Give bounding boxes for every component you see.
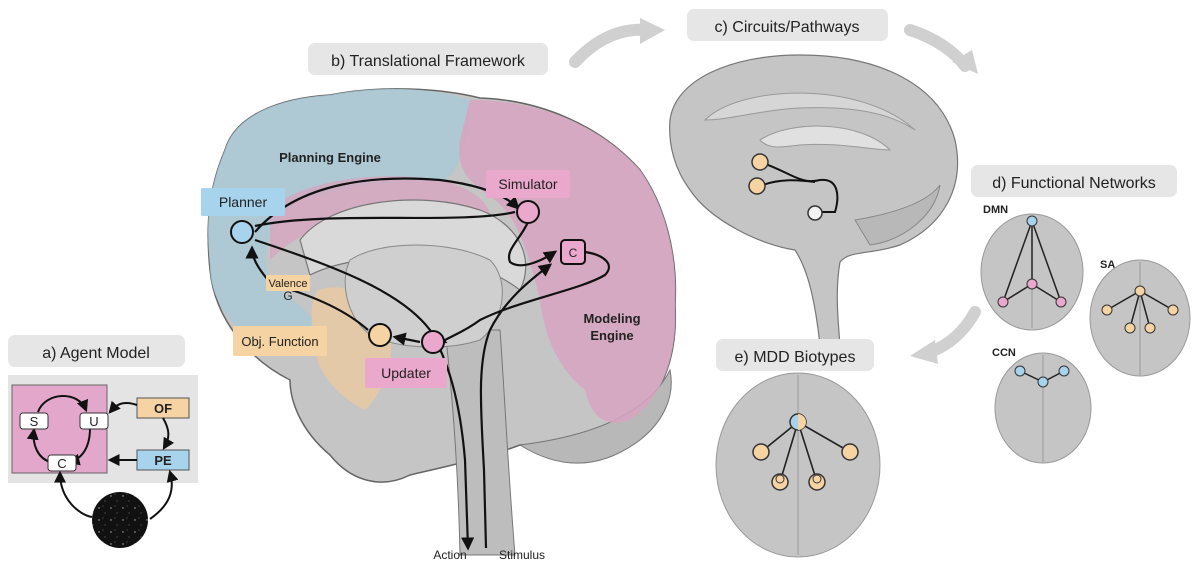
panel-b-title: b) Translational Framework <box>331 53 526 70</box>
modeling-engine-label-1: Modeling <box>583 311 640 326</box>
agent-c-label: C <box>57 456 66 471</box>
circuit-node-3 <box>807 205 823 221</box>
functional-networks-panel: d) Functional Networks DMN SA CCN <box>971 165 1191 464</box>
panel-d-pill <box>971 165 1177 197</box>
circuits-panel: c) Circuits/Pathways <box>669 9 959 346</box>
planning-region <box>208 88 470 348</box>
objective-node <box>368 323 392 347</box>
agent-model-panel: a) Agent Model S U C OF PE <box>8 335 198 548</box>
agent-s-box <box>19 412 49 430</box>
agent-pe-label: PE <box>154 453 172 468</box>
panel-c-title: c) Circuits/Pathways <box>715 19 860 36</box>
ccn-label: CCN <box>992 347 1016 359</box>
agent-s-label: S <box>30 414 39 429</box>
dmn-label: DMN <box>983 204 1008 216</box>
planner-label: Planner <box>219 194 268 210</box>
agent-u-box <box>79 412 109 430</box>
updater-label: Updater <box>381 365 431 381</box>
simulator-box <box>486 170 570 198</box>
circuit-node-1 <box>751 153 769 171</box>
flow-arrow-b-to-c <box>569 23 654 68</box>
sagittal-brain <box>669 54 959 346</box>
biotypes-panel: e) MDD Biotypes <box>715 339 881 558</box>
flow-arrow-d-to-e <box>924 306 981 358</box>
stimulus-label: Stimulus <box>499 548 545 562</box>
planning-engine-label: Planning Engine <box>279 150 381 165</box>
obj-function-box <box>233 326 327 356</box>
simulator-node <box>516 200 540 224</box>
panel-a-pill <box>8 335 185 367</box>
environment-sphere <box>92 492 148 548</box>
panel-e-pill <box>716 339 874 371</box>
simulator-label: Simulator <box>498 176 557 192</box>
c-node <box>560 239 586 265</box>
valence-box <box>266 275 310 291</box>
agent-of-label: OF <box>154 401 172 416</box>
agent-u-label: U <box>89 414 98 429</box>
action-label: Action <box>433 548 466 562</box>
translational-framework-panel: b) Translational Framework Planning Engi… <box>201 43 677 562</box>
valence-label: Valence <box>269 278 308 290</box>
circuit-node-2 <box>748 177 766 195</box>
updater-box <box>365 358 447 388</box>
updater-node <box>421 330 445 354</box>
g-label: G <box>283 289 292 303</box>
panel-c-pill <box>687 9 888 41</box>
planner-box <box>201 188 285 216</box>
panel-e-title: e) MDD Biotypes <box>735 349 856 366</box>
panel-d-title: d) Functional Networks <box>992 175 1156 192</box>
obj-function-label: Obj. Function <box>241 334 318 349</box>
planner-node <box>230 220 254 244</box>
panel-b-pill <box>308 43 548 75</box>
modeling-engine-label-2: Engine <box>590 328 633 343</box>
sa-label: SA <box>1100 259 1115 271</box>
c-node-label: C <box>569 246 578 260</box>
panel-a-title: a) Agent Model <box>42 345 150 362</box>
